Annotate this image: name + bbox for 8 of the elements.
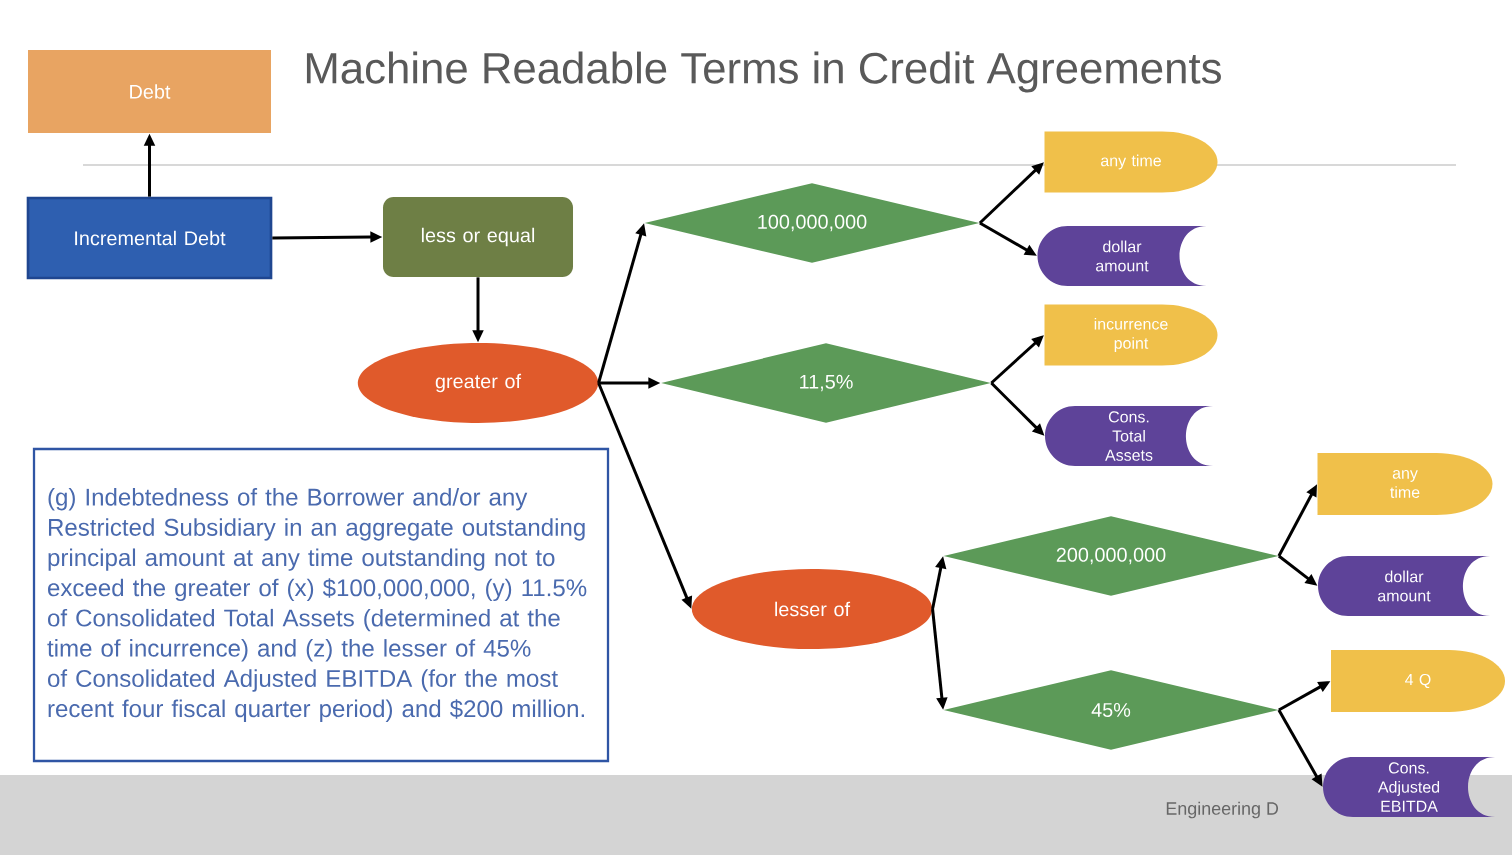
footer-text: Engineering D bbox=[1166, 801, 1279, 819]
rounded-box: less or equal bbox=[383, 197, 573, 277]
text-box: (g) Indebtedness of the Borrower and/or any Restricted Subsidiary in an aggregate outstanding principal amount at any time outstanding not to exceed the greater of (x) $100,000,000, (y) 11.5% of Consolidated Total Assets (determined at the time of incurrence) and (z) the lesser of 45% of Consolidated Adjusted EBITDA (for the most recent four fiscal quarter period) and $200 million. bbox=[32, 447, 610, 763]
title: Machine Readable Terms in Credit Agreements bbox=[306, 51, 1221, 93]
process-box: Debt bbox=[28, 50, 271, 133]
process-box: Incremental Debt bbox=[26, 196, 273, 280]
ellipse-node: greater of bbox=[357, 343, 599, 423]
ellipse-node: lesser of bbox=[691, 569, 933, 649]
